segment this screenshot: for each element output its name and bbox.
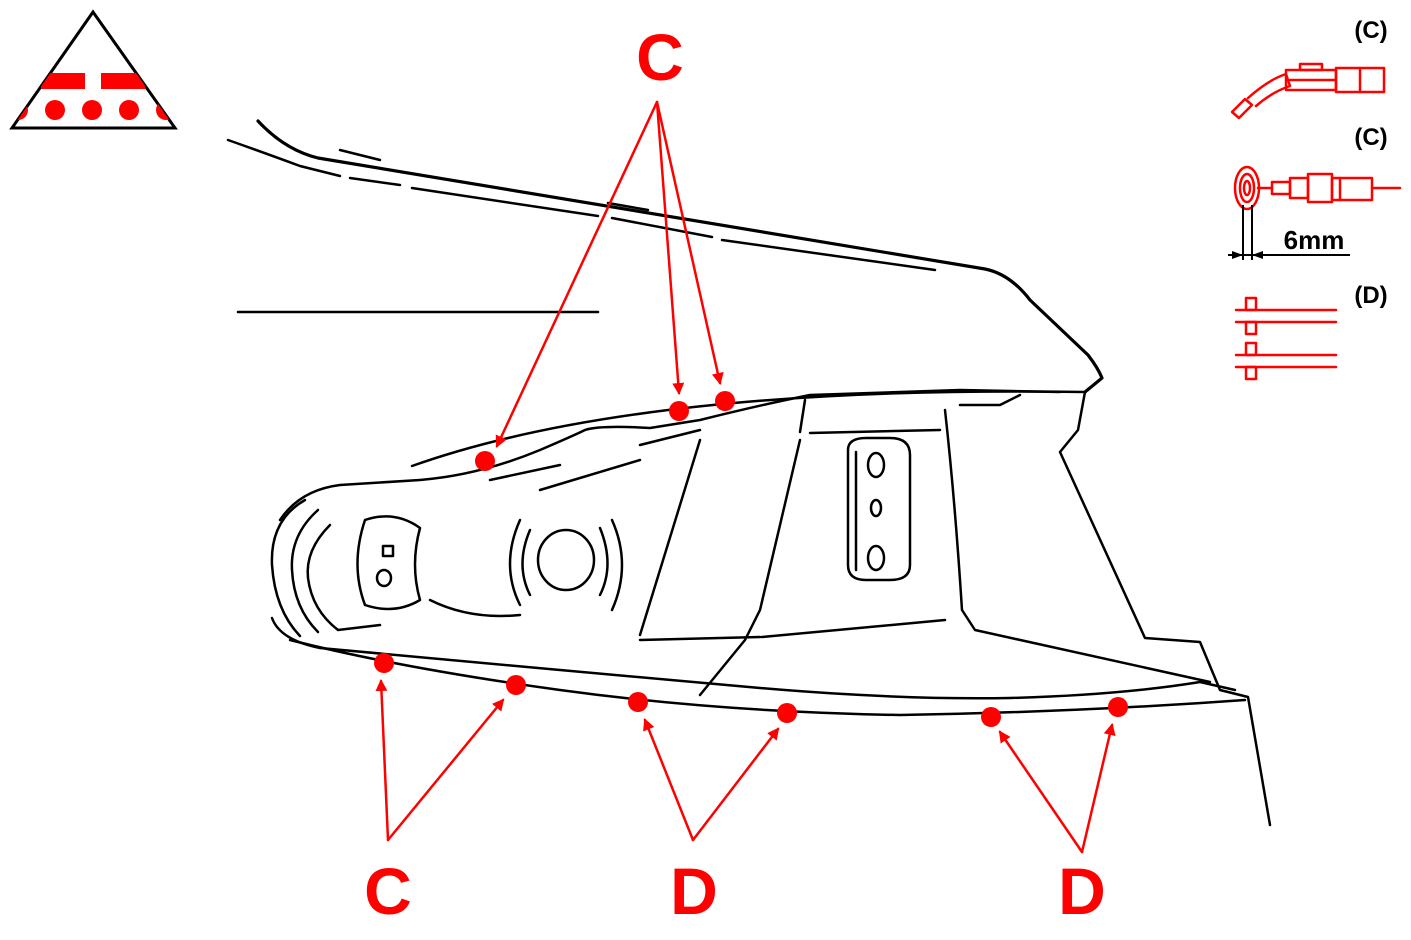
dimension-label: 6mm bbox=[1284, 225, 1345, 255]
weld-point-c4 bbox=[374, 653, 394, 673]
weld-point-d1 bbox=[628, 692, 648, 712]
weld-point-d4 bbox=[1108, 697, 1128, 717]
body-panel-outline bbox=[226, 119, 1272, 827]
plug-weld-gun-icon bbox=[1233, 165, 1402, 211]
mig-welding-torch-icon bbox=[1230, 62, 1386, 120]
callout-bottom-right-d: D bbox=[1058, 854, 1106, 928]
dimension-6mm: 6mm bbox=[1228, 205, 1350, 260]
legend-label-c1: (C) bbox=[1354, 17, 1387, 44]
callout-top-c: C bbox=[636, 20, 684, 94]
callout-bottom-middle-d: D bbox=[670, 854, 718, 928]
weld-point-c1 bbox=[475, 451, 495, 471]
triangle-weld-spot-icon bbox=[9, 9, 178, 130]
weld-point-c3 bbox=[715, 391, 735, 411]
legend-label-d: (D) bbox=[1354, 282, 1387, 309]
callout-arrows bbox=[375, 100, 1116, 854]
callout-bottom-left-c: C bbox=[364, 854, 412, 928]
resistance-spot-weld-icon bbox=[1234, 296, 1338, 381]
weld-point-c2 bbox=[669, 401, 689, 421]
weld-point-d2 bbox=[777, 703, 797, 723]
weld-point-c5 bbox=[506, 675, 526, 695]
weld-points bbox=[374, 391, 1128, 727]
weld-point-d3 bbox=[981, 707, 1001, 727]
legend-label-c2: (C) bbox=[1354, 124, 1387, 151]
